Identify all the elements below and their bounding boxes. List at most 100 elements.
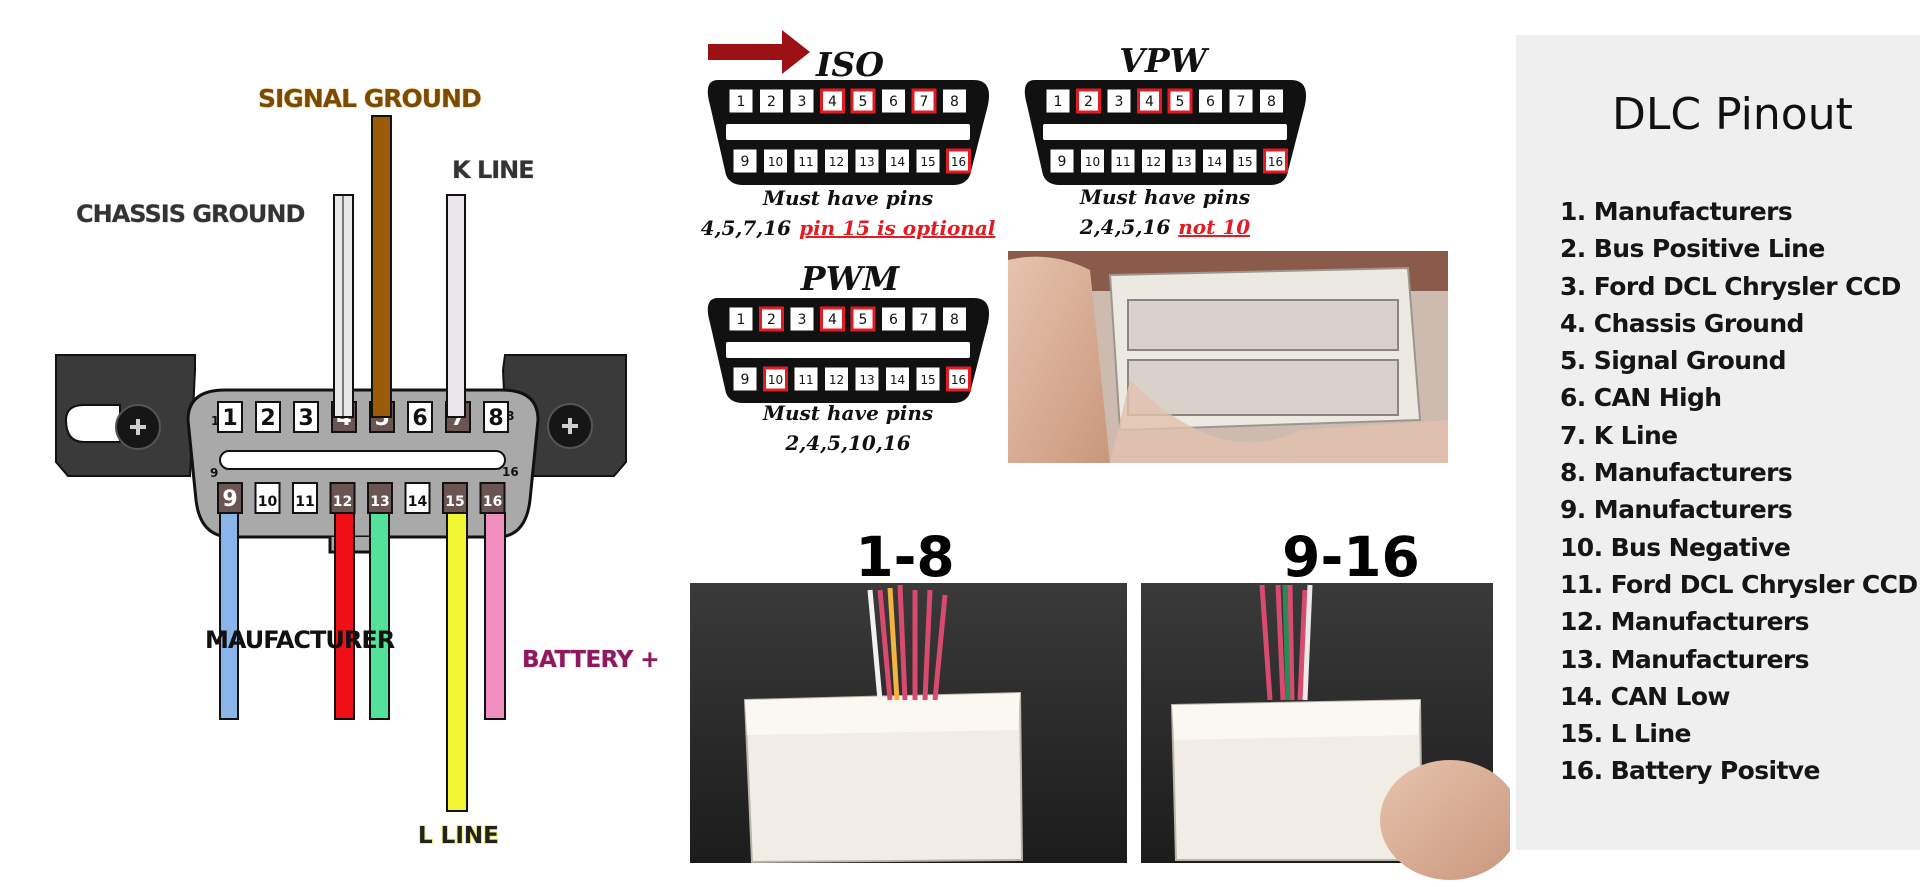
protocol-caption: Must have pins [1079,185,1250,209]
svg-text:9: 9 [741,154,750,170]
svg-text:6: 6 [889,94,898,110]
l-line-label: L LINE [418,823,499,849]
svg-text:13: 13 [859,155,874,169]
svg-text:3: 3 [1115,94,1124,110]
protocol-pin-13: 13 [855,367,879,391]
protocol-pin-2: 2 [1076,88,1101,114]
protocol-note: pin 15 is optional [799,216,996,240]
svg-text:10: 10 [768,373,783,387]
svg-text:3: 3 [798,94,807,110]
svg-text:10: 10 [1085,155,1100,169]
svg-text:6: 6 [889,312,898,328]
protocol-caption: Must have pins [762,186,933,210]
protocol-pin-1: 1 [729,89,753,113]
protocol-pin-3: 3 [790,89,814,113]
connector-pin-10: 10 [254,482,281,514]
svg-text:9: 9 [222,487,237,512]
connector-pin-6: 6 [407,401,433,433]
protocol-pin-10: 10 [764,149,787,173]
wire-k-line [446,194,466,418]
protocol-pin-10: 10 [1081,149,1104,173]
pinout-item: 9. Manufacturers [1560,495,1793,525]
wire-pin9 [219,512,239,720]
protocol-pin-14: 14 [886,149,909,173]
svg-text:7: 7 [920,94,929,110]
svg-text:16: 16 [1268,155,1283,169]
protocol-pin-8: 8 [943,89,966,113]
svg-text:2: 2 [260,406,275,431]
svg-text:14: 14 [890,155,905,169]
svg-text:16: 16 [951,373,966,387]
svg-text:15: 15 [1237,155,1252,169]
side-number-9: 9 [210,466,218,480]
wire-pin15 [446,512,468,812]
svg-text:3: 3 [798,312,807,328]
svg-text:1: 1 [1054,94,1063,110]
manufacturer-label: MAUFACTURER [205,626,395,654]
protocol-caption: Must have pins [762,401,933,425]
protocol-pin-3: 3 [790,307,814,331]
protocol-pin-12: 12 [825,149,848,173]
pinout-title: DLC Pinout [1612,89,1853,140]
protocol-pin-4: 4 [820,306,845,332]
protocol-pin-6: 6 [882,307,905,331]
svg-text:13: 13 [1176,155,1191,169]
svg-text:9: 9 [741,372,750,388]
pinout-item: 7. K Line [1560,420,1678,450]
side-number-8: 8 [506,409,514,423]
protocol-pin-7: 7 [912,307,936,331]
pinout-item: 8. Manufacturers [1560,458,1793,488]
key-slot [219,450,506,470]
wire-pin12 [334,512,355,720]
protocol-pin-14: 14 [886,367,909,391]
protocol-pin-16: 16 [946,148,971,174]
protocol-pin-5: 5 [1167,88,1193,114]
connector-pin-14: 14 [404,482,431,514]
protocol-pin-3: 3 [1107,89,1131,113]
svg-text:11: 11 [295,494,314,510]
svg-text:4: 4 [1145,94,1154,110]
pinout-item: 2. Bus Positive Line [1560,234,1825,264]
pinout-item: 14. CAN Low [1560,681,1731,711]
protocol-pin-6: 6 [882,89,905,113]
svg-text:8: 8 [950,312,959,328]
connector-pin-3: 3 [293,401,319,433]
svg-text:5: 5 [859,94,868,110]
pinout-item: 12. Manufacturers [1560,607,1810,637]
connector-pin-11: 11 [292,482,318,514]
protocol-pin-9: 9 [1050,149,1074,173]
protocol-pin-16: 16 [1263,148,1288,174]
svg-text:16: 16 [951,155,966,169]
protocol-pin-9: 9 [733,149,757,173]
pinout-item: 11. Ford DCL Chrysler CCD [1560,569,1918,599]
protocol-pin-11: 11 [794,149,818,173]
svg-text:2: 2 [767,94,776,110]
protocol-pin-8: 8 [943,307,966,331]
protocol-pin-7: 7 [911,88,937,114]
connector-pin-9: 9 [217,482,243,514]
connector-pin-12: 12 [329,482,356,514]
svg-text:15: 15 [920,155,935,169]
k-line-label: K LINE [452,156,534,184]
pinout-item: 4. Chassis Ground [1560,308,1804,338]
svg-text:2: 2 [1084,94,1093,110]
protocol-pin-1: 1 [729,307,753,331]
protocol-pin-13: 13 [855,149,879,173]
connector-photo-top [1008,251,1448,463]
iso-arrow-icon [708,30,810,74]
svg-text:8: 8 [1267,94,1276,110]
pinout-item: 15. L Line [1560,719,1691,749]
chassis-ground-label: CHASSIS GROUND [76,200,304,228]
protocol-pin-15: 15 [916,149,940,173]
protocol-title: VPW [1119,41,1209,80]
svg-text:12: 12 [829,373,844,387]
signal-ground-label: SIGNAL GROUND [258,84,481,113]
protocol-pin-5: 5 [850,88,876,114]
svg-text:11: 11 [1115,155,1130,169]
wire-pin16 [484,512,506,720]
wire-signal-ground [371,115,392,418]
